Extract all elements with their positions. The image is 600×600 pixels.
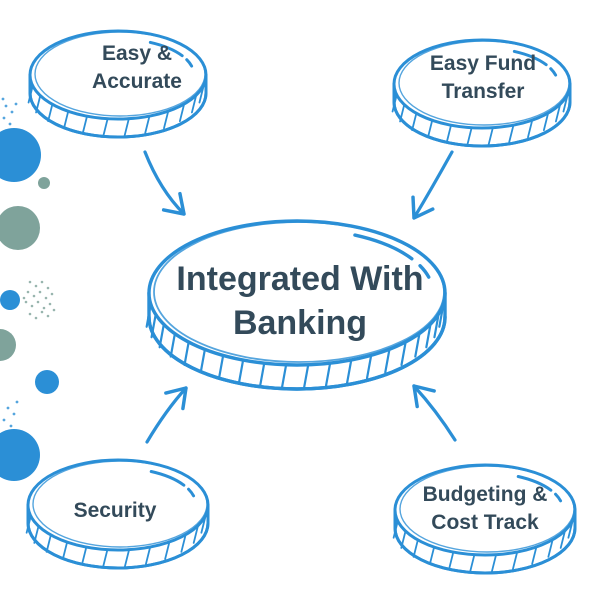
- node-easy-accurate-line1: Easy &: [101, 42, 173, 65]
- coin-hatch: [102, 118, 109, 137]
- coin-hatch: [428, 547, 435, 565]
- coin-hatch: [237, 359, 245, 385]
- node-easy-fund-transfer-line1: Easy Fund: [429, 52, 537, 75]
- arrows: [143, 150, 457, 444]
- coin-hatch: [555, 104, 561, 123]
- coin-hatch: [384, 349, 391, 374]
- coin-hatch: [191, 95, 197, 114]
- coin-hatch: [469, 554, 476, 573]
- coin-hatch: [445, 125, 452, 144]
- coin-hatch: [512, 552, 518, 570]
- node-easy-accurate-label: Easy & Accurate: [72, 40, 202, 97]
- coin-hatch: [487, 127, 494, 146]
- center-node-line2: Banking: [232, 304, 368, 343]
- coin-hatch: [490, 554, 497, 573]
- coin-hatch: [427, 120, 433, 139]
- coin-hatch: [400, 341, 407, 367]
- coin-hatch: [433, 314, 440, 339]
- node-easy-accurate-line2: Accurate: [92, 70, 182, 94]
- coin-nodes: [25, 29, 577, 575]
- coin-hatch: [542, 113, 549, 132]
- decorative-dots: [0, 97, 59, 495]
- coin-hatch: [180, 534, 187, 553]
- coin-hatch: [192, 526, 199, 544]
- coin-easy-accurate: [27, 29, 208, 139]
- coin-hatch: [123, 118, 130, 137]
- node-budgeting-line1: Budgeting &: [422, 483, 548, 506]
- center-node-line1: Integrated With: [176, 260, 424, 298]
- coin-hatch: [145, 547, 151, 565]
- coin-hatch: [178, 104, 185, 123]
- coin-hatch: [61, 542, 68, 560]
- coin-hatch: [102, 549, 109, 568]
- coin-hatch: [258, 363, 266, 388]
- arrow-from-security: [145, 386, 188, 444]
- coin-hatch: [217, 355, 225, 380]
- coin-hatch: [414, 333, 421, 358]
- coin-hatch: [531, 547, 538, 565]
- coin-hatch: [324, 363, 332, 388]
- coin-center-banking: [145, 219, 447, 391]
- arrow-from-budgeting: [412, 384, 457, 442]
- coin-hatch: [365, 355, 373, 380]
- coin-hatch: [425, 324, 432, 349]
- coin-hatch: [169, 333, 176, 358]
- node-easy-fund-transfer-label: Easy Fund Transfer: [408, 50, 558, 107]
- coin-budgeting-cost-track: [392, 463, 577, 575]
- coin-hatch: [81, 116, 88, 135]
- coin-hatch: [63, 111, 69, 130]
- node-budgeting-line2: Cost Track: [431, 511, 539, 535]
- coin-hatch: [163, 111, 169, 130]
- coin-hatch: [81, 547, 87, 565]
- center-node-label: Integrated With Banking: [155, 257, 445, 345]
- coin-hatch: [199, 349, 206, 374]
- coin-hatch: [183, 341, 190, 367]
- node-budgeting-cost-track-label: Budgeting & Cost Track: [400, 481, 570, 538]
- coin-hatch: [466, 127, 473, 146]
- coin-hatch: [527, 120, 533, 139]
- node-security-line1: Security: [73, 499, 157, 522]
- coin-hatch: [164, 542, 171, 560]
- arrow-from-easy-accurate: [143, 150, 186, 216]
- coin-hatch: [144, 116, 151, 135]
- arrow-from-easy-fund-transfer: [411, 150, 454, 220]
- coin-hatch: [123, 549, 130, 568]
- coin-hatch: [302, 364, 310, 389]
- coin-easy-fund-transfer: [391, 38, 572, 148]
- node-security-label: Security: [50, 497, 180, 525]
- coin-security: [25, 458, 210, 570]
- coin-hatch: [345, 359, 353, 385]
- node-easy-fund-transfer-line2: Transfer: [441, 80, 525, 104]
- coin-hatch: [448, 552, 454, 570]
- coin-hatch: [559, 531, 566, 549]
- coin-hatch: [547, 539, 554, 558]
- coin-hatch: [280, 364, 288, 389]
- coin-hatch: [508, 125, 515, 144]
